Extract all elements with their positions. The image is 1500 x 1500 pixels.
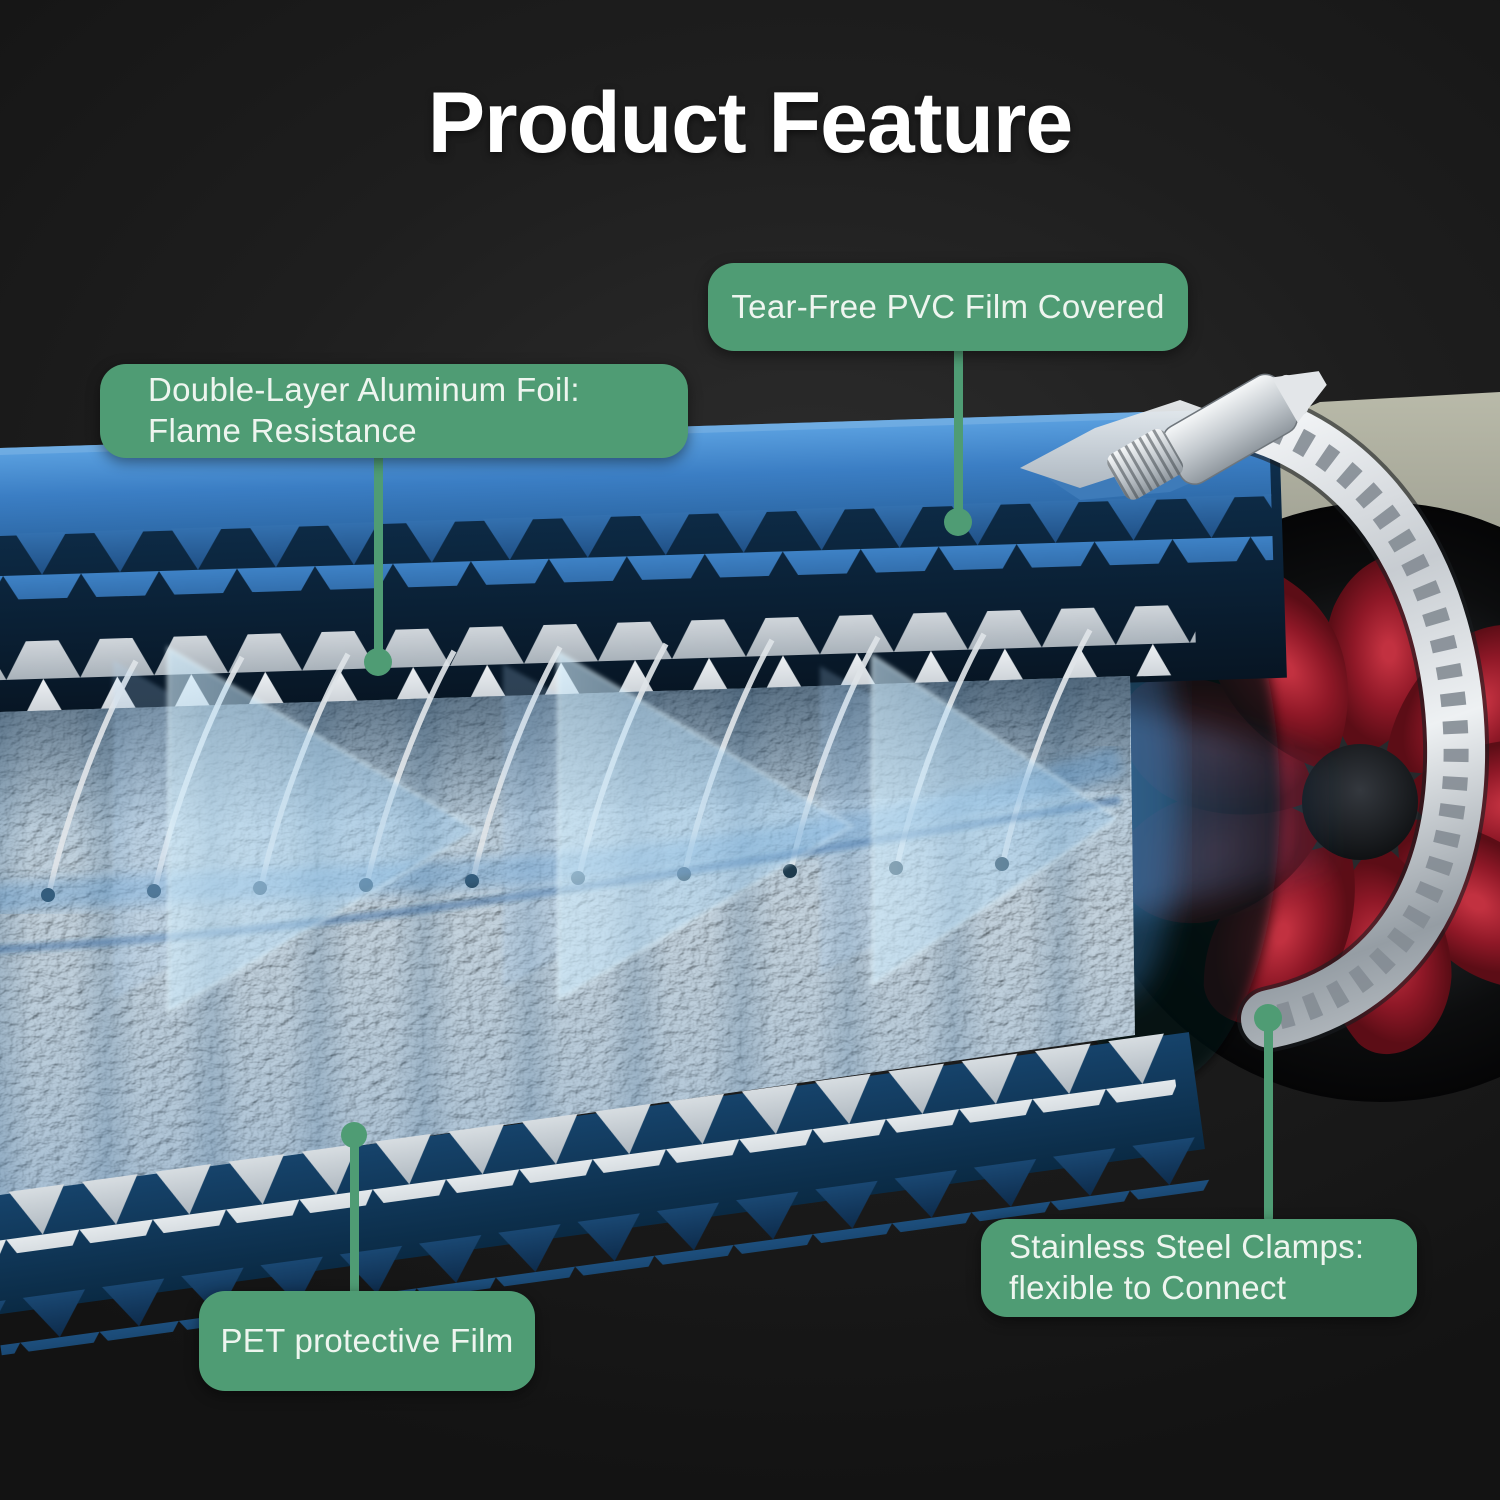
callout-badge-pet-film: PET protective Film [199, 1291, 535, 1391]
callout-label: PET protective Film [220, 1321, 514, 1359]
callout-dot-aluminum-foil [364, 648, 392, 676]
callout-connector-steel-clamps [1264, 1016, 1273, 1222]
callout-dot-steel-clamps [1254, 1004, 1282, 1032]
callout-badge-steel-clamps: Stainless Steel Clamps: flexible to Conn… [981, 1219, 1417, 1317]
callout-connector-pvc-film [954, 347, 963, 525]
callout-connector-aluminum-foil [374, 452, 383, 664]
clamp-slots [1242, 407, 1469, 1032]
callout-label: Double-Layer Aluminum Foil: [148, 371, 580, 409]
page-title: Product Feature [427, 75, 1073, 171]
knurled-screw-head [1107, 429, 1184, 500]
steel-clamp [1107, 371, 1490, 1052]
airflow-arrows [113, 645, 1121, 1015]
callout-label: Stainless Steel Clamps: [1009, 1228, 1365, 1266]
callout-dot-pet-film [341, 1122, 367, 1148]
callout-badge-pvc-film: Tear-Free PVC Film Covered [708, 263, 1188, 351]
callout-badge-aluminum-foil: Double-Layer Aluminum Foil: Flame Resist… [100, 364, 688, 458]
clamp-screw [1107, 371, 1327, 500]
callout-connector-pet-film [350, 1133, 359, 1295]
fan-impeller [1097, 551, 1500, 1068]
callout-dot-pvc-film [944, 508, 972, 536]
callout-label: Tear-Free PVC Film Covered [731, 287, 1165, 325]
duct-foil-inner-layer [0, 604, 1197, 713]
callout-label: flexible to Connect [1009, 1269, 1287, 1306]
callout-label: Flame Resistance [148, 412, 417, 449]
